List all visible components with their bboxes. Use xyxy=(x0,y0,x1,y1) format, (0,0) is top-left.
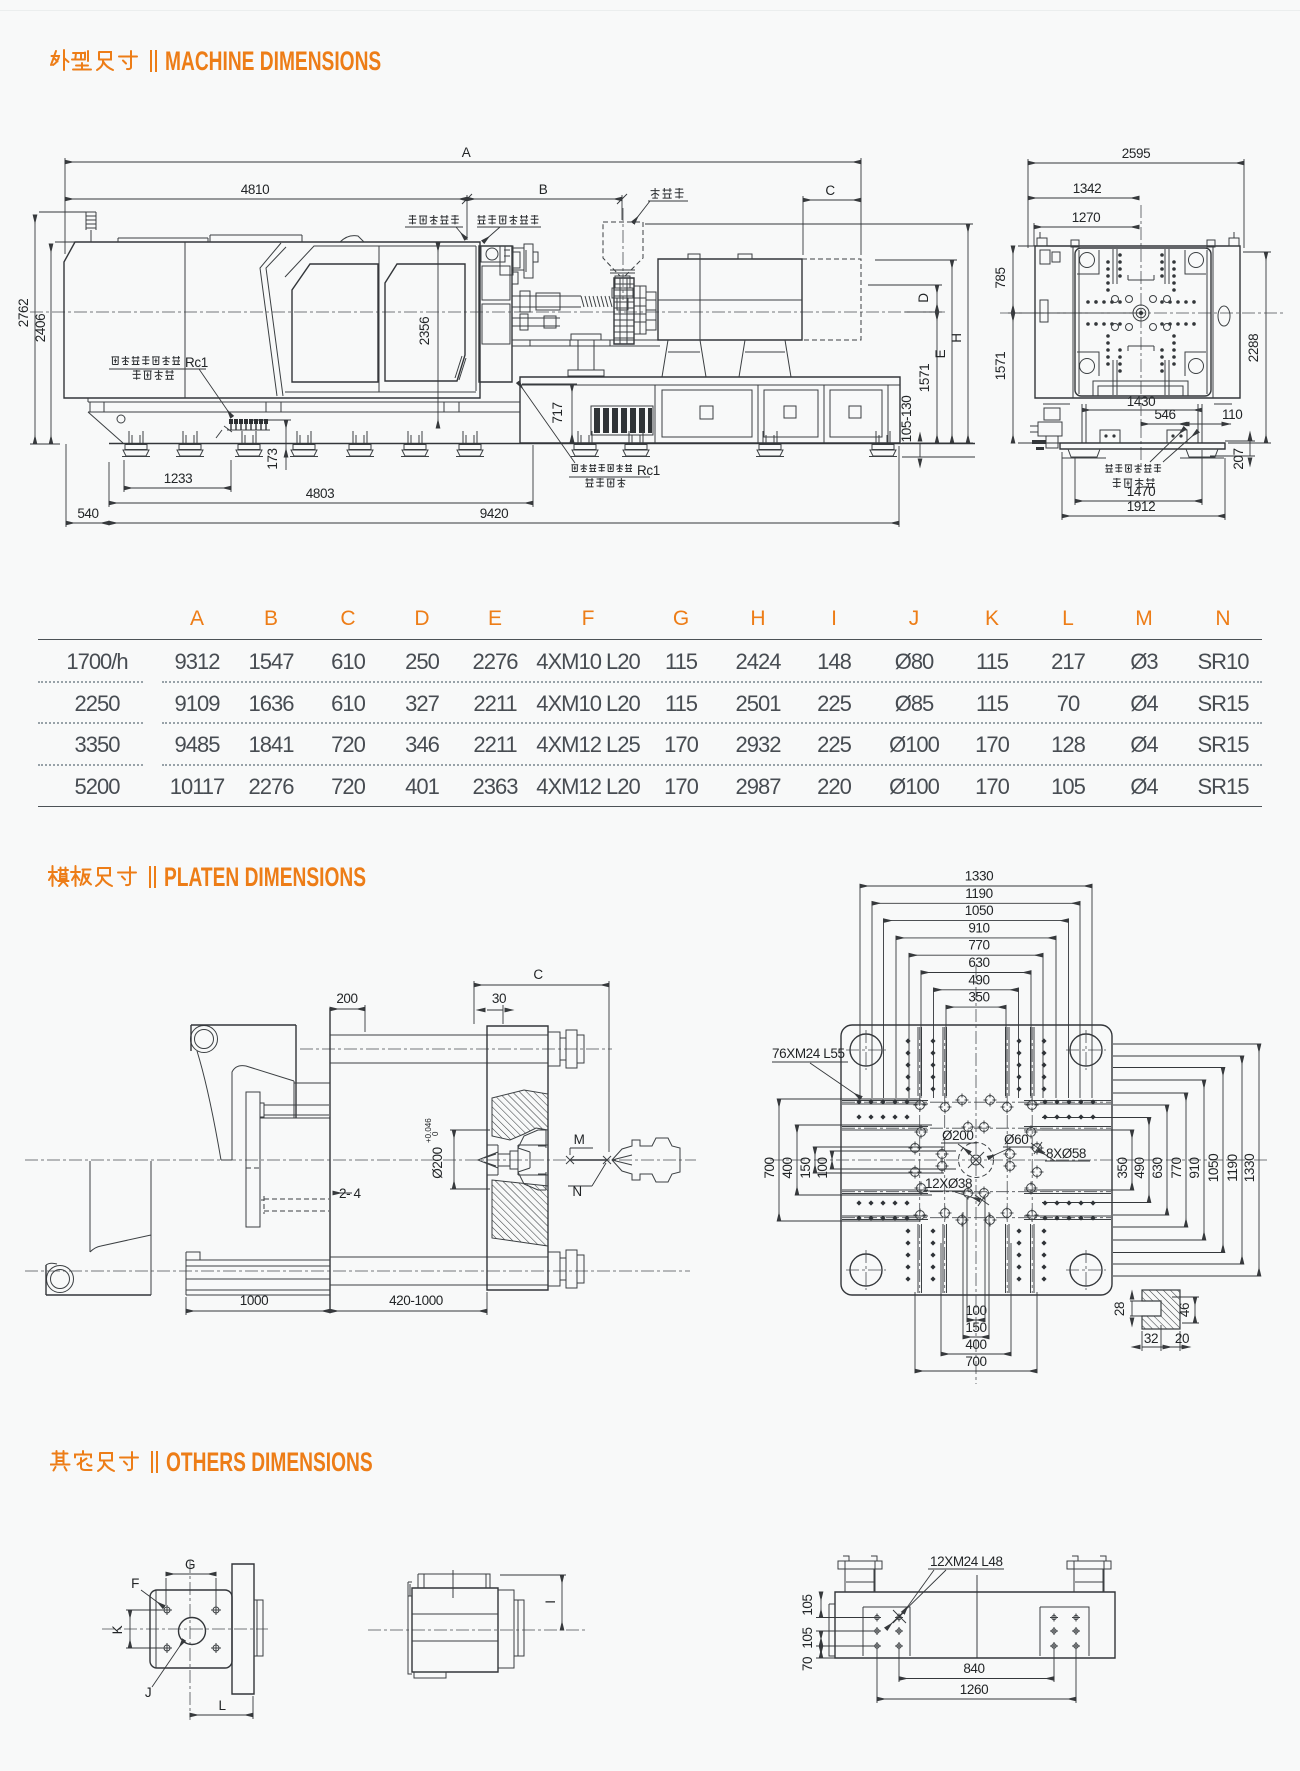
svg-text:+0.046: +0.046 xyxy=(424,1118,433,1143)
svg-text:Rc1: Rc1 xyxy=(637,463,660,478)
svg-text:1571: 1571 xyxy=(917,364,932,392)
svg-text:C: C xyxy=(825,183,835,198)
svg-text:630: 630 xyxy=(1150,1157,1165,1178)
svg-text:2356: 2356 xyxy=(417,317,432,345)
svg-text:1270: 1270 xyxy=(1072,210,1100,225)
svg-text:350: 350 xyxy=(1115,1157,1130,1178)
svg-text:717: 717 xyxy=(550,402,565,423)
svg-text:2288: 2288 xyxy=(1246,334,1261,362)
svg-text:100: 100 xyxy=(815,1157,830,1178)
svg-text:150: 150 xyxy=(798,1157,813,1178)
svg-text:770: 770 xyxy=(968,938,989,953)
svg-text:M: M xyxy=(574,1132,585,1147)
svg-text:2762: 2762 xyxy=(16,299,31,327)
svg-text:1330: 1330 xyxy=(965,869,993,884)
svg-text:30: 30 xyxy=(492,991,506,1006)
svg-text:105-130: 105-130 xyxy=(899,396,914,443)
svg-text:K: K xyxy=(110,1625,125,1634)
svg-text:A: A xyxy=(462,145,471,160)
svg-text:1190: 1190 xyxy=(1225,1154,1240,1181)
svg-text:9420: 9420 xyxy=(480,506,508,521)
svg-text:C: C xyxy=(533,967,543,982)
svg-text:1233: 1233 xyxy=(164,471,192,486)
svg-text:1260: 1260 xyxy=(960,1682,988,1697)
svg-text:700: 700 xyxy=(762,1157,777,1178)
svg-text:4810: 4810 xyxy=(241,182,269,197)
svg-text:105: 105 xyxy=(800,1594,815,1615)
svg-text:207: 207 xyxy=(1231,448,1246,469)
svg-text:B: B xyxy=(539,182,548,197)
svg-text:100: 100 xyxy=(965,1303,986,1318)
svg-text:540: 540 xyxy=(77,506,98,521)
svg-text:490: 490 xyxy=(968,972,989,987)
svg-text:D: D xyxy=(916,293,931,303)
svg-text:70: 70 xyxy=(800,1657,815,1671)
svg-text:1912: 1912 xyxy=(1127,499,1155,514)
svg-text:Ø60: Ø60 xyxy=(1004,1132,1028,1147)
svg-text:76XM24 L55: 76XM24 L55 xyxy=(772,1046,845,1061)
svg-text:546: 546 xyxy=(1154,407,1175,422)
svg-text:2- 4: 2- 4 xyxy=(339,1186,362,1201)
svg-text:785: 785 xyxy=(993,267,1008,288)
svg-text:Ø200: Ø200 xyxy=(430,1147,445,1178)
svg-text:400: 400 xyxy=(965,1337,986,1352)
svg-text:28: 28 xyxy=(1112,1302,1127,1316)
svg-text:420-1000: 420-1000 xyxy=(389,1293,443,1308)
svg-text:1342: 1342 xyxy=(1073,181,1101,196)
svg-text:110: 110 xyxy=(1222,407,1242,422)
svg-text:12XM24 L48: 12XM24 L48 xyxy=(930,1554,1003,1569)
svg-text:1470: 1470 xyxy=(1127,484,1155,499)
svg-text:12XØ38: 12XØ38 xyxy=(925,1176,972,1191)
svg-text:700: 700 xyxy=(965,1354,986,1369)
svg-text:105: 105 xyxy=(800,1627,815,1648)
svg-text:1000: 1000 xyxy=(240,1293,268,1308)
svg-text:2595: 2595 xyxy=(1122,146,1150,161)
svg-text:Ø200: Ø200 xyxy=(942,1128,973,1143)
svg-text:400: 400 xyxy=(780,1157,795,1178)
svg-text:910: 910 xyxy=(1187,1157,1202,1178)
svg-text:H: H xyxy=(949,333,964,342)
svg-text:I: I xyxy=(543,1600,558,1603)
svg-text:46: 46 xyxy=(1177,1303,1192,1317)
svg-text:Rc1: Rc1 xyxy=(185,355,208,370)
svg-text:4803: 4803 xyxy=(306,486,334,501)
svg-text:F: F xyxy=(131,1576,139,1591)
svg-text:L: L xyxy=(218,1698,226,1713)
svg-text:910: 910 xyxy=(968,920,989,935)
svg-text:32: 32 xyxy=(1144,1331,1158,1346)
svg-text:1190: 1190 xyxy=(965,886,992,901)
svg-text:20: 20 xyxy=(1175,1331,1189,1346)
svg-text:1571: 1571 xyxy=(993,352,1008,380)
svg-text:200: 200 xyxy=(336,991,357,1006)
svg-text:G: G xyxy=(185,1557,195,1572)
svg-text:150: 150 xyxy=(965,1320,986,1335)
svg-text:E: E xyxy=(933,349,948,358)
svg-text:770: 770 xyxy=(1169,1157,1184,1178)
svg-text:840: 840 xyxy=(963,1661,984,1676)
svg-text:0: 0 xyxy=(431,1131,440,1136)
svg-text:N: N xyxy=(572,1184,581,1199)
svg-text:630: 630 xyxy=(968,955,989,970)
svg-text:1050: 1050 xyxy=(965,903,993,918)
svg-text:173: 173 xyxy=(265,448,280,469)
svg-text:1050: 1050 xyxy=(1206,1154,1221,1182)
svg-text:350: 350 xyxy=(968,990,989,1005)
svg-text:1330: 1330 xyxy=(1242,1154,1257,1182)
svg-text:490: 490 xyxy=(1132,1157,1147,1178)
svg-text:2406: 2406 xyxy=(33,314,48,342)
svg-text:8XØ58: 8XØ58 xyxy=(1046,1146,1086,1161)
svg-text:J: J xyxy=(145,1685,151,1700)
